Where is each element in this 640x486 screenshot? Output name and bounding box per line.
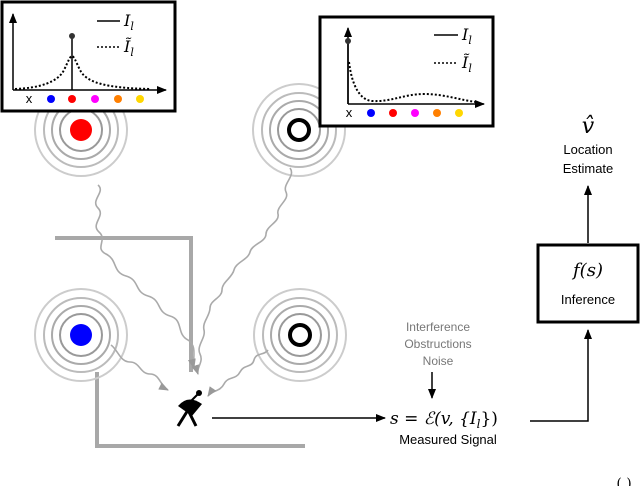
dotted-curve — [348, 61, 477, 103]
wall-bottom — [95, 372, 305, 448]
satellite-dish-icon — [176, 390, 202, 427]
impulse-head — [69, 33, 75, 39]
wave-path-ring-bottom — [207, 349, 269, 397]
blue-dot-icon — [70, 324, 92, 346]
ring-icon — [288, 323, 312, 347]
interference-label: Interference — [406, 320, 470, 334]
legend-solid-label: Il — [461, 25, 472, 47]
location-label: Location — [563, 142, 612, 157]
ring-icon — [287, 118, 311, 142]
wall-top-left — [55, 236, 193, 372]
inference-label: Inference — [561, 292, 615, 307]
wave-path-red — [94, 184, 196, 369]
plot-left: x Il Ĩl — [0, 0, 177, 113]
beacon-ring-top — [252, 83, 346, 177]
arrow-to-inference — [530, 329, 592, 422]
x-axis-label: x — [346, 105, 353, 120]
plot-right: x Il Ĩl — [318, 15, 495, 128]
red-dot-icon — [70, 119, 92, 141]
noise-label: Noise — [423, 354, 454, 368]
estimate-symbol: v̂ — [582, 114, 595, 139]
wave-path-blue — [110, 344, 169, 391]
legend-solid-label: Il — [123, 11, 134, 33]
wave-path-ring-top — [191, 167, 293, 375]
impulse-head — [345, 38, 351, 44]
beacon-ring-bottom — [253, 288, 347, 382]
legend-dotted-label: Ĩl — [461, 52, 472, 75]
inference-function: f(s) — [571, 260, 603, 281]
obstructions-label: Obstructions — [404, 337, 471, 351]
x-axis-label: x — [26, 91, 33, 106]
beacon-blue — [34, 288, 128, 382]
inference-box — [536, 243, 640, 324]
signal-equation: s = ℰ(v, {Il}) — [390, 409, 498, 431]
corner-mark: ( ) — [616, 476, 631, 486]
estimate-label: Estimate — [563, 161, 614, 176]
measured-signal-label: Measured Signal — [399, 432, 497, 447]
legend-dotted-label: Ĩl — [123, 36, 134, 59]
